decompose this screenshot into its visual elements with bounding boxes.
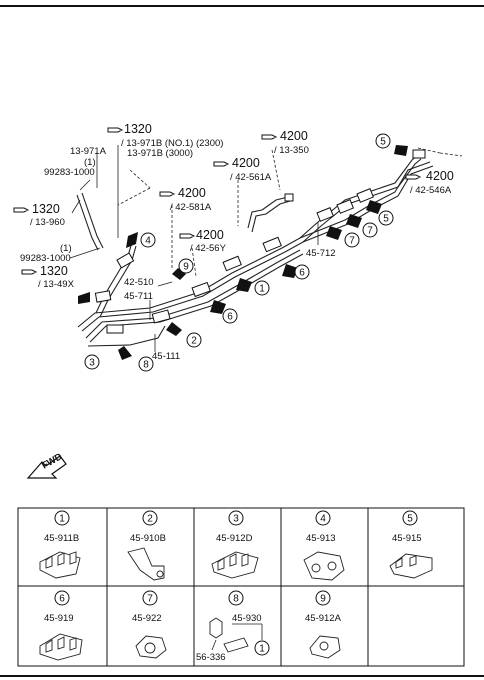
ref-4200-b-sub: / 42-561A — [230, 172, 272, 183]
callout-6b-text: 6 — [299, 268, 305, 279]
ref-1320-a-sub: / 13-971B (NO.1) (2300) — [121, 138, 223, 149]
ref-4200-b: 4200 — [232, 156, 260, 170]
callout-7b-circle — [362, 222, 378, 238]
callout-4-text: 4 — [145, 236, 151, 247]
callout-3-circle — [84, 354, 100, 370]
ref-4200-d: 4200 — [196, 228, 224, 242]
ref-pointer-icon — [179, 233, 196, 239]
callout-7a-text: 7 — [349, 236, 355, 247]
ref-1320-c-sub: / 13-49X — [38, 279, 75, 290]
callout-8-circle — [138, 356, 154, 372]
callout-7b-text: 7 — [367, 226, 373, 237]
ref-pointer-icon — [261, 134, 278, 140]
pointer-arrows — [78, 145, 408, 360]
callout-2-text: 2 — [191, 336, 197, 347]
cell-2-num: 2 — [147, 514, 153, 525]
fuel-pipe-bundle — [76, 149, 434, 347]
ref-1320-b-sub: / 13-960 — [30, 217, 65, 228]
callout-1-circle — [254, 280, 270, 296]
label-42-510: 42-510 — [124, 277, 154, 288]
label-13-971a: 13-971A — [70, 146, 107, 157]
table-cell-9: 9 45-912A — [305, 590, 342, 659]
table-cell-4: 4 45-913 — [303, 510, 345, 581]
ref-4200-e-sub: / 42-546A — [410, 185, 452, 196]
cell-1-num: 1 — [59, 514, 65, 525]
table-cell-7: 7 45-922 — [132, 590, 167, 659]
cell-4-num: 4 — [320, 514, 326, 525]
label-45-111: 45-111 — [152, 351, 180, 362]
reference-icons — [13, 127, 422, 275]
diagram-labels: 1320 / 13-971B (NO.1) (2300) 13-971B (30… — [20, 122, 454, 362]
cell-6-num: 6 — [59, 594, 65, 605]
ref-pointer-icon — [405, 174, 422, 180]
callout-6a-circle — [222, 308, 238, 324]
ref-4200-c: 4200 — [178, 186, 206, 200]
ref-pointer-icon — [21, 269, 38, 275]
table-cell-5: 5 45-915 — [389, 510, 433, 579]
cell-9-num: 9 — [320, 594, 326, 605]
ref-4200-a: 4200 — [280, 129, 308, 143]
label-99283-bot: 99283-1000 — [20, 253, 71, 264]
label-1-top: (1) — [84, 157, 96, 168]
callout-5a-text: 5 — [383, 214, 389, 225]
label-1-bot: (1) — [60, 243, 72, 254]
table-cell-2: 2 45-910B — [127, 510, 166, 581]
callout-5b-circle — [375, 133, 391, 149]
table-cell-8: 8 45-930 1 56-336 — [196, 590, 270, 663]
ref-pointer-icon — [159, 191, 176, 197]
ref-1320-a-sub2: 13-971B (3000) — [127, 148, 193, 159]
cell-5-num: 5 — [407, 514, 413, 525]
ref-1320-c: 1320 — [40, 264, 68, 278]
cell-8-extra: 56-336 — [196, 652, 226, 663]
leader-lines — [69, 145, 463, 352]
callout-6a-text: 6 — [227, 312, 233, 323]
cell-1-part: 45-911B — [44, 533, 79, 544]
cell-4-part: 45-913 — [306, 533, 336, 544]
cell-9-part: 45-912A — [305, 613, 342, 624]
cell-3-num: 3 — [233, 514, 239, 525]
cell-7-part: 45-922 — [132, 613, 162, 624]
ref-pointer-icon — [213, 161, 230, 167]
ref-4200-d-sub: / 42-56Y — [190, 243, 227, 254]
cell-7-num: 7 — [147, 594, 153, 605]
ref-4200-a-sub: / 13-350 — [274, 145, 309, 156]
ref-pointer-icon — [107, 127, 124, 133]
cell-5-part: 45-915 — [392, 533, 422, 544]
ref-1320-b: 1320 — [32, 202, 60, 216]
callout-6b-circle — [294, 264, 310, 280]
callout-9-circle — [178, 258, 194, 274]
ref-pointer-icon — [13, 207, 30, 213]
table-cell-1: 1 45-911B — [39, 510, 81, 579]
cell-3-part: 45-912D — [216, 533, 253, 544]
label-45-711: 45-711 — [124, 291, 153, 302]
callout-7a-circle — [344, 232, 360, 248]
parts-table: 1 45-911B 2 45-910B 3 45-912D 4 45-913 — [17, 507, 465, 667]
table-cell-6: 6 45-919 — [39, 590, 83, 661]
cell-8-extra-num: 1 — [259, 644, 265, 655]
fwd-arrow-icon: FWD — [26, 451, 67, 479]
table-cell-3: 3 45-912D — [211, 510, 259, 579]
cell-8-part: 45-930 — [232, 613, 262, 624]
callout-5b-text: 5 — [380, 137, 386, 148]
callout-9-text: 9 — [183, 262, 189, 273]
cell-8-num: 8 — [233, 594, 239, 605]
cell-2-part: 45-910B — [130, 533, 166, 544]
callout-4-circle — [140, 232, 156, 248]
ref-1320-a: 1320 — [124, 122, 152, 136]
cell-6-part: 45-919 — [44, 613, 74, 624]
ref-4200-c-sub: / 42-581A — [170, 202, 212, 213]
diagram-callouts: 4 9 3 8 2 6 1 6 7 7 5 5 — [84, 133, 394, 372]
callout-5a-circle — [378, 210, 394, 226]
ref-4200-e: 4200 — [426, 169, 454, 183]
callout-8-text: 8 — [143, 360, 149, 371]
clip-blocks — [94, 188, 375, 334]
callout-2-circle — [186, 332, 202, 348]
label-99283-top: 99283-1000 — [44, 167, 95, 178]
callout-1-text: 1 — [259, 284, 265, 295]
callout-3-text: 3 — [89, 358, 95, 369]
label-45-712: 45-712 — [306, 248, 336, 259]
